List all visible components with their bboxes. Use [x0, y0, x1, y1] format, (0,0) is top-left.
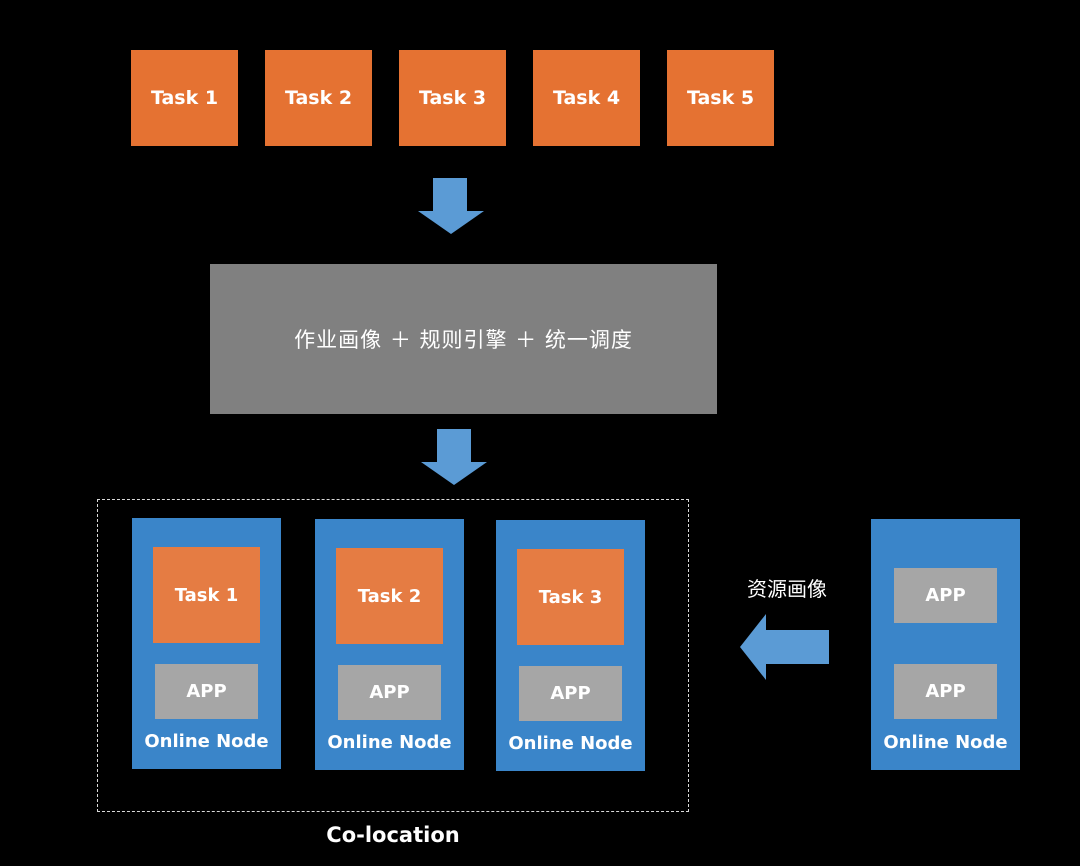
- task-box-5: Task 5: [667, 50, 774, 146]
- task-box-1: Task 1: [131, 50, 238, 146]
- node-app-box: APP: [338, 665, 441, 720]
- node-label: Online Node: [144, 731, 269, 752]
- app-label: APP: [925, 681, 966, 702]
- node-task-label: Task 3: [538, 586, 603, 608]
- node-label: Online Node: [508, 733, 633, 754]
- node-task-label: Task 2: [357, 585, 422, 607]
- colocation-label: Co-location: [326, 823, 460, 847]
- task-label: Task 2: [284, 87, 353, 109]
- app-label: APP: [550, 683, 591, 704]
- node-task-box: Task 2: [336, 548, 443, 644]
- task-box-3: Task 3: [399, 50, 506, 146]
- resource-profile-label: 资源画像: [747, 577, 827, 601]
- task-label: Task 3: [418, 87, 487, 109]
- app-label: APP: [186, 681, 227, 702]
- task-box-2: Task 2: [265, 50, 372, 146]
- node-task-label: Task 1: [174, 584, 239, 606]
- engine-label: 作业画像 ＋ 规则引擎 ＋ 统一调度: [294, 328, 633, 352]
- node-app-box: APP: [894, 664, 997, 719]
- task-box-4: Task 4: [533, 50, 640, 146]
- scheduler-engine-box: 作业画像 ＋ 规则引擎 ＋ 统一调度: [210, 264, 717, 414]
- colocation-region: [97, 499, 689, 812]
- app-label: APP: [925, 585, 966, 606]
- task-label: Task 4: [552, 87, 621, 109]
- down-arrow-icon: [418, 178, 484, 234]
- node-task-box: Task 1: [153, 547, 260, 643]
- task-label: Task 5: [686, 87, 755, 109]
- app-label: APP: [369, 682, 410, 703]
- down-arrow-icon: [421, 429, 487, 485]
- node-label: Online Node: [883, 732, 1008, 753]
- node-app-box: APP: [519, 666, 622, 721]
- node-app-box: APP: [894, 568, 997, 623]
- node-task-box: Task 3: [517, 549, 624, 645]
- left-arrow-icon: [740, 614, 829, 680]
- node-label: Online Node: [327, 732, 452, 753]
- task-label: Task 1: [150, 87, 219, 109]
- node-app-box: APP: [155, 664, 258, 719]
- online-node-standalone: [871, 519, 1020, 770]
